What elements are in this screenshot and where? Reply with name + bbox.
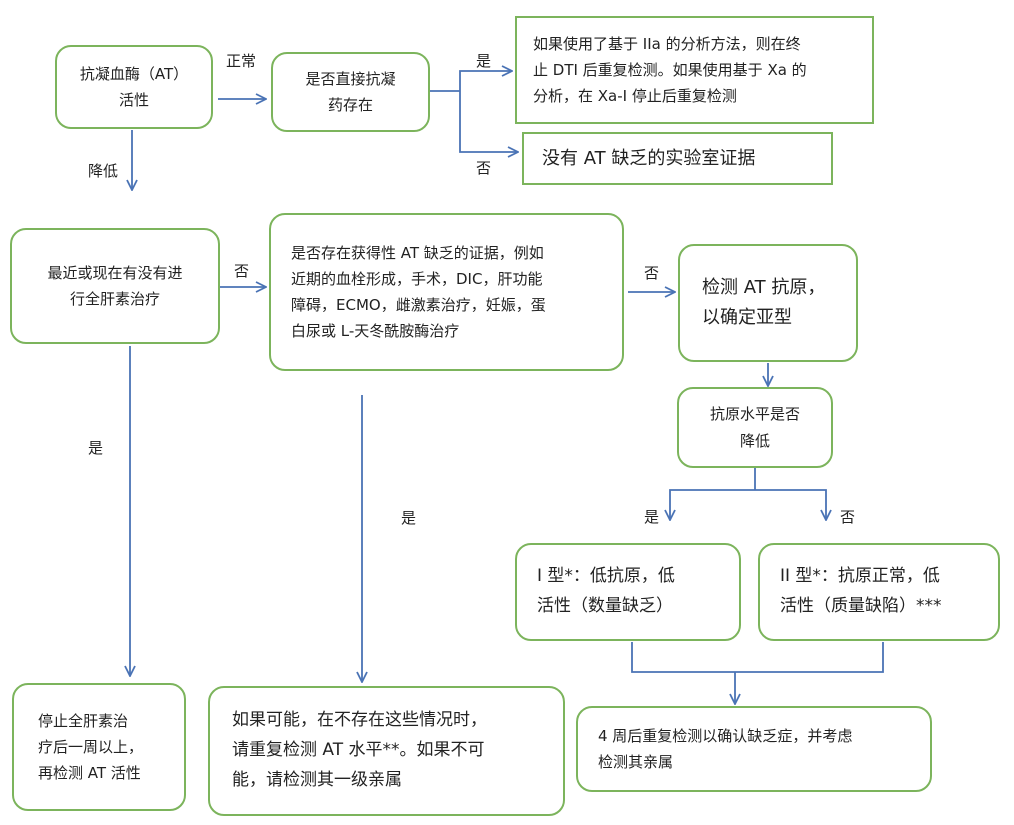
node-antigen-low-text: 抗原水平是否降低 [709,405,800,450]
label-no-3: 否 [644,264,660,282]
label-no-2: 否 [234,262,250,280]
arrow-type2 [755,489,826,520]
node-antigen-test: 检测 AT 抗原，以确定亚型 [678,244,858,362]
node-stop-retest-text: 如果使用了基于 IIa 的分析方法，则在终止 DTI 后重复检测。如果使用基于 … [533,34,807,106]
label-no-4: 否 [840,508,856,526]
node-stop-retest: 如果使用了基于 IIa 的分析方法，则在终止 DTI 后重复检测。如果使用基于 … [515,16,874,124]
label-no-1: 否 [476,159,492,177]
label-yes-3: 是 [401,509,417,527]
node-type1: I 型*：低抗原，低活性（数量缺乏） [515,543,741,641]
node-heparin-text: 最近或现在有没有进行全肝素治疗 [47,263,183,308]
node-repeat-absent: 如果可能，在不存在这些情况时，请重复检测 AT 水平**。如果不可能，请检测其一… [208,686,565,816]
node-no-evidence: 没有 AT 缺乏的实验室证据 [522,132,833,185]
arrow-merge [631,642,884,673]
label-yes-1: 是 [476,52,492,70]
node-stop-heparin: 停止全肝素治疗后一周以上，再检测 AT 活性 [12,683,186,811]
node-antigen-low: 抗原水平是否降低 [677,387,833,468]
label-yes-2: 是 [88,439,104,457]
node-heparin: 最近或现在有没有进行全肝素治疗 [10,228,220,344]
arrow-type1 [670,489,755,520]
node-repeat-4weeks-text: 4 周后重复检测以确认缺乏症，并考虑检测其亲属 [598,726,853,771]
node-no-evidence-text: 没有 AT 缺乏的实验室证据 [542,147,756,169]
label-reduced: 降低 [88,162,119,180]
node-acquired: 是否存在获得性 AT 缺乏的证据，例如近期的血栓形成，手术，DIC，肝功能障碍，… [269,213,624,371]
label-normal: 正常 [226,52,257,70]
node-at-activity: 抗凝血酶（AT）活性 [55,45,213,129]
node-stop-heparin-text: 停止全肝素治疗后一周以上，再检测 AT 活性 [38,711,144,783]
node-type2-text: II 型*：抗原正常，低活性（质量缺陷）*** [780,566,942,616]
arrow-branch-no [459,91,518,152]
arrow-branch-yes [459,71,512,91]
node-direct-anticoag-text: 是否直接抗凝药存在 [305,69,396,114]
node-direct-anticoag: 是否直接抗凝药存在 [271,52,430,132]
node-repeat-4weeks: 4 周后重复检测以确认缺乏症，并考虑检测其亲属 [576,706,932,792]
node-antigen-test-text: 检测 AT 抗原，以确定亚型 [702,277,826,328]
node-at-activity-text: 抗凝血酶（AT）活性 [79,64,189,109]
node-type1-text: I 型*：低抗原，低活性（数量缺乏） [537,566,675,616]
node-repeat-absent-text: 如果可能，在不存在这些情况时，请重复检测 AT 水平**。如果不可能，请检测其一… [232,710,487,790]
node-acquired-text: 是否存在获得性 AT 缺乏的证据，例如近期的血栓形成，手术，DIC，肝功能障碍，… [291,243,546,341]
node-type2: II 型*：抗原正常，低活性（质量缺陷）*** [758,543,1000,641]
label-yes-4: 是 [644,508,660,526]
